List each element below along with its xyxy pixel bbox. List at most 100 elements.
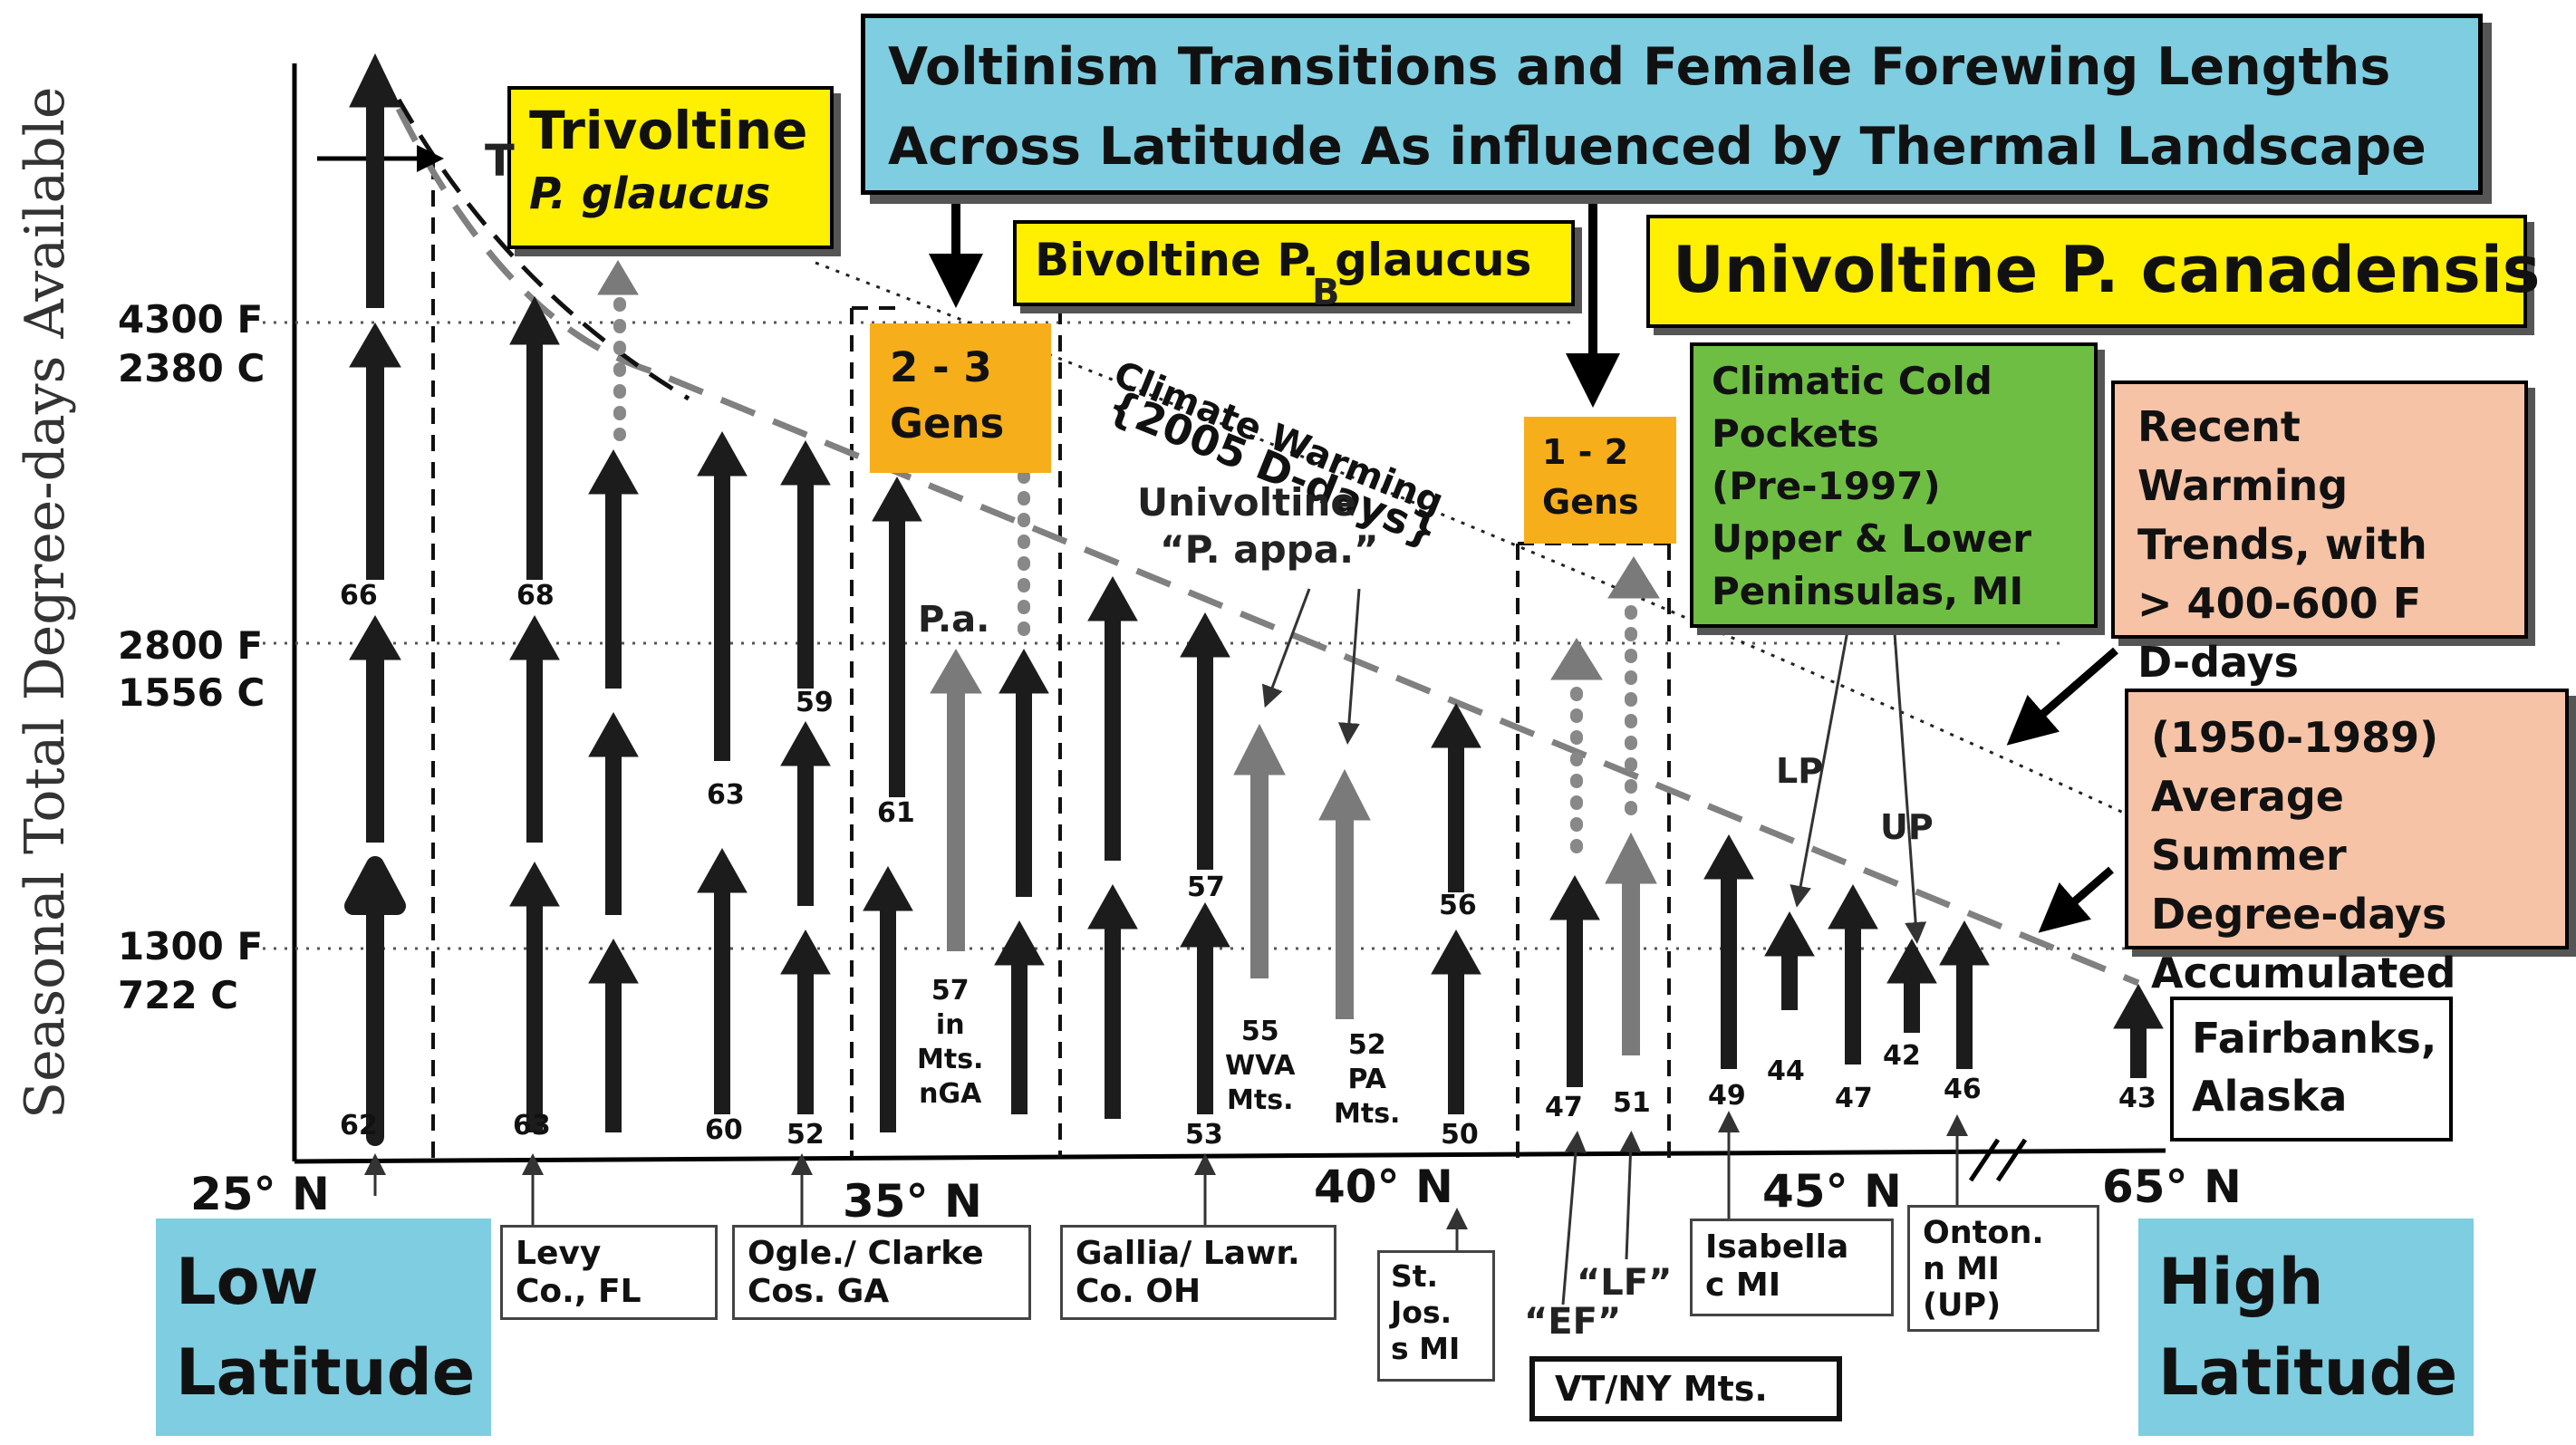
arrowhead-gray-47 <box>1550 638 1603 680</box>
arrowhead-52-a <box>780 929 831 975</box>
vt-ny-mts-label: VT/NY Mts. <box>1529 1356 1842 1421</box>
arrowhead-25n-a <box>349 862 401 907</box>
location-ontonagon: Onton. n MI (UP) <box>1907 1205 2099 1332</box>
arrowhead-25n-c <box>349 323 401 368</box>
diagram-title: Voltinism Transitions and Female Forewin… <box>861 14 2483 195</box>
arrowhead-levy2-c <box>588 448 639 495</box>
dashed-boundaries <box>431 163 1671 1158</box>
forewing-length: 46 <box>1944 1074 1982 1105</box>
pointer-lp <box>1790 615 1852 908</box>
forewing-length: 57 <box>1187 872 1225 903</box>
cold-pockets-label: Climatic Cold Pockets (Pre-1997) Upper &… <box>1690 342 2098 628</box>
forewing-length: 66 <box>340 580 378 612</box>
arrowhead-pa-a <box>994 920 1045 966</box>
arrowhead-50-a <box>1431 929 1481 975</box>
arrowhead-42-a <box>1886 938 1937 984</box>
arrowhead-60-b <box>697 430 748 477</box>
forewing-length-mts-nga: 57 in Mts. nGA <box>917 975 984 1110</box>
location-gallia-lawr: Gallia/ Lawr. Co. OH <box>1060 1225 1336 1320</box>
recent-warming-label: Recent Warming Trends, with > 400-600 F … <box>2111 381 2528 687</box>
forewing-length: 50 <box>1441 1119 1479 1151</box>
arrowhead-levy-a <box>509 861 560 907</box>
x-tick-65n: 65° N <box>2102 1161 2242 1213</box>
arrowhead-gray-51 <box>1605 832 1657 884</box>
arrowhead-levy-c <box>509 295 560 345</box>
forewing-length: 68 <box>516 580 555 612</box>
location-levy: Levy Co., FL <box>500 1225 718 1320</box>
y-tick-4300-f: 4300 F <box>118 297 264 342</box>
axis-break-2 <box>1995 1138 2028 1182</box>
y-tick-2800-f: 2800 F <box>118 623 264 668</box>
forewing-length: 62 <box>340 1110 378 1142</box>
x-axis-line <box>294 1148 2166 1164</box>
y-tick-2380-c: 2380 C <box>118 346 265 390</box>
axes <box>292 63 2166 1182</box>
forewing-length: 43 <box>2118 1083 2156 1114</box>
x-tick-35n: 35° N <box>843 1175 982 1228</box>
univoltine-canadensis-label: Univoltine P. canadensis <box>1646 215 2540 328</box>
arrowhead-47b-a <box>1828 883 1878 930</box>
arrowhead-oh1-a <box>1087 883 1138 930</box>
arrowhead-46-a <box>1939 920 1990 966</box>
axis-break-1 <box>1968 1138 2001 1182</box>
y-tick-1556-c: 1556 C <box>118 670 265 715</box>
arrowhead-gray-52pa <box>1318 768 1371 821</box>
arrowhead-47-a <box>1549 874 1600 920</box>
x-tick-45n: 45° N <box>1762 1165 1902 1218</box>
forewing-length: 51 <box>1613 1087 1651 1119</box>
voltinism-arrows <box>344 53 2164 1146</box>
fairbanks-label: Fairbanks, Alaska <box>2170 997 2453 1142</box>
pointer-average <box>2038 866 2114 933</box>
forewing-length: 42 <box>1883 1040 1921 1072</box>
arrowhead-25n-d <box>349 53 401 108</box>
x-tick-40n: 40° N <box>1314 1161 1453 1213</box>
forewing-length: 49 <box>1708 1080 1746 1112</box>
forewing-length: 59 <box>796 687 834 718</box>
high-latitude-label: High Latitude <box>2138 1219 2474 1436</box>
arrowhead-61-b <box>872 476 922 522</box>
arrowhead-gray-55 <box>1233 723 1286 775</box>
arrowhead-gray-tri <box>597 260 639 295</box>
low-latitude-label: Low Latitude <box>156 1219 491 1436</box>
gens-2-3-label: 2 - 3 Gens <box>870 323 1051 473</box>
location-isabella: Isabella c MI <box>1690 1219 1894 1316</box>
gridlines <box>263 321 2129 950</box>
pointer-recent-warming <box>2006 647 2118 746</box>
trivoltine-species: P. glaucus <box>529 169 771 219</box>
tick-ef <box>1561 1131 1587 1305</box>
univoltine-pappa-line1: Univoltine <box>1137 480 1356 525</box>
average-summer-dd-label: (1950-1989) Average Summer Degree-days A… <box>2125 689 2569 997</box>
t-fragment: T <box>485 136 515 187</box>
arrowhead-53-b <box>1180 612 1230 658</box>
forewing-length: 56 <box>1439 890 1477 921</box>
lp-label: LP <box>1776 751 1824 791</box>
location-ogle-clarke: Ogle./ Clarke Cos. GA <box>732 1225 1031 1320</box>
forewing-length: 47 <box>1545 1092 1583 1123</box>
arrowhead-25n-b <box>349 615 401 660</box>
bivoltine-label: Bivoltine P. glaucus <box>1013 220 1575 306</box>
location-st-joseph: St. Jos. s MI <box>1377 1250 1495 1382</box>
arrowhead-gray-pa <box>930 649 982 694</box>
pointer-up <box>1892 620 1927 944</box>
arrowhead-50-b <box>1431 702 1481 748</box>
forewing-length-pa: 52 PA Mts. <box>1334 1029 1401 1130</box>
arrowhead-levy-b <box>509 614 560 660</box>
arrowhead-53-a <box>1180 901 1230 948</box>
x-tick-25n: 25° N <box>190 1168 330 1220</box>
arrowhead-60-a <box>697 847 748 893</box>
forewing-length: 63 <box>513 1110 551 1142</box>
arrowhead-oh1-b <box>1087 575 1138 621</box>
y-tick-722-c: 722 C <box>118 973 239 1017</box>
univoltine-pappa-line2: “P. appa.” <box>1160 527 1379 572</box>
arrowhead-61-a <box>863 865 913 911</box>
arrowhead-levy2-b <box>588 711 639 757</box>
forewing-length: 52 <box>786 1119 825 1151</box>
forewing-length: 61 <box>877 797 915 829</box>
b-fragment: B <box>1312 272 1340 313</box>
pa-label: P.a. <box>918 599 990 641</box>
arrowhead-gray-51top <box>1607 556 1660 599</box>
callout-arrows <box>364 190 2118 1305</box>
y-axis-title: Seasonal Total Degree-days Available <box>14 86 77 1119</box>
